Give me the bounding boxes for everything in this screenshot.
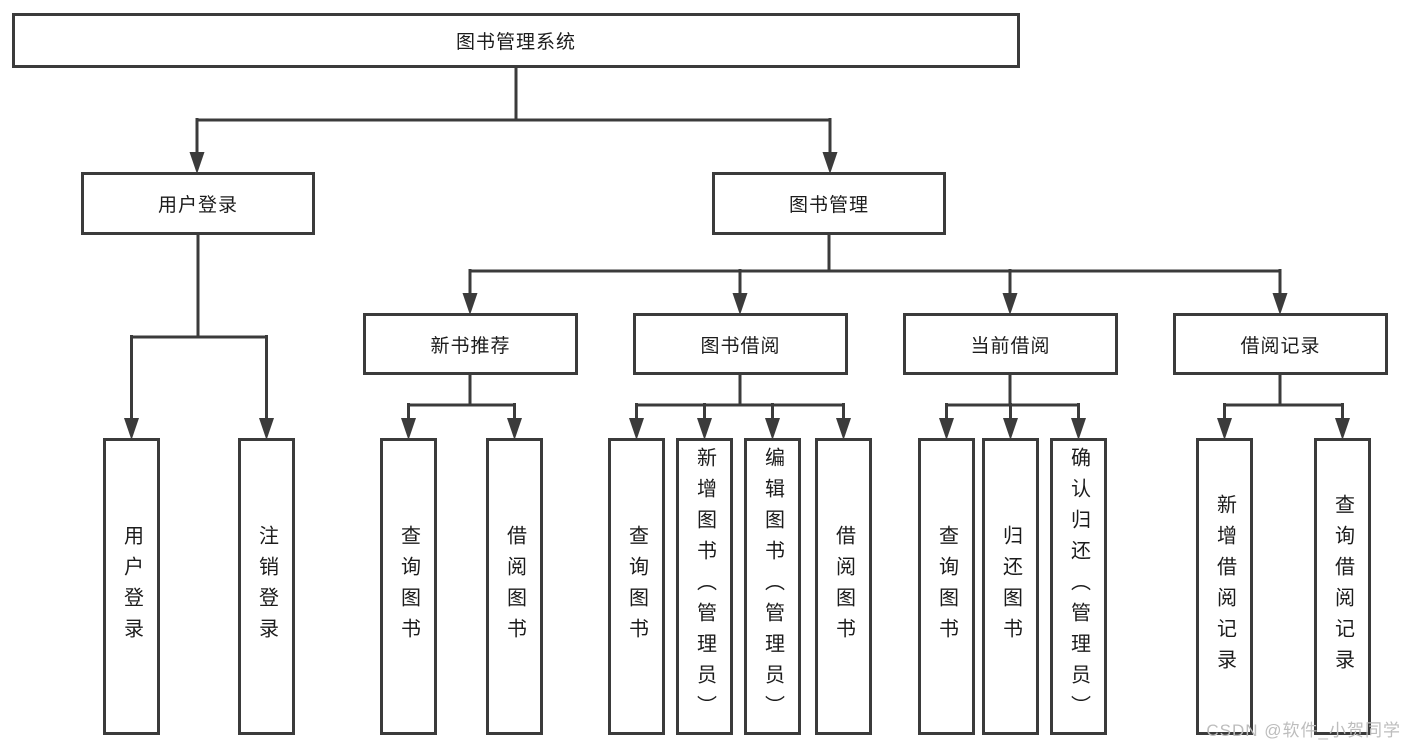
node-current-borrow-label: 当前借阅 [970, 335, 1051, 357]
leaf-label: 借阅图书 [832, 524, 855, 649]
leaf-logout: 注销登录 [238, 438, 295, 735]
leaf-return-books: 归还图书 [982, 438, 1039, 735]
leaf-label: 用户登录 [120, 524, 143, 649]
leaf-query-books-current: 查询图书 [918, 438, 975, 735]
node-current-borrow: 当前借阅 [903, 313, 1118, 375]
node-root: 图书管理系统 [12, 13, 1020, 68]
node-user-login: 用户登录 [81, 172, 315, 235]
node-new-book-recommend: 新书推荐 [363, 313, 578, 375]
node-book-management-label: 图书管理 [788, 195, 869, 216]
node-borrow-record-label: 借阅记录 [1240, 335, 1321, 357]
leaf-add-borrow-record: 新增借阅记录 [1196, 438, 1253, 735]
leaf-label: 借阅图书 [503, 524, 526, 649]
leaf-label: 查询借阅记录 [1331, 493, 1354, 680]
leaf-confirm-return-admin: 确认归还（管理员） [1050, 438, 1107, 735]
csdn-watermark: CSDN @软件_小贺同学 [1206, 721, 1401, 740]
leaf-label: 确认归还（管理员） [1067, 447, 1090, 726]
leaf-add-books-admin: 新增图书（管理员） [676, 438, 733, 735]
leaf-label: 编辑图书（管理员） [761, 447, 784, 726]
node-user-login-label: 用户登录 [157, 195, 238, 216]
leaf-label: 查询图书 [397, 524, 420, 649]
leaf-label: 归还图书 [999, 524, 1022, 649]
node-borrow-record: 借阅记录 [1173, 313, 1388, 375]
node-book-management: 图书管理 [712, 172, 946, 235]
node-book-borrow: 图书借阅 [633, 313, 848, 375]
leaf-edit-books-admin: 编辑图书（管理员） [744, 438, 801, 735]
leaf-query-books-recommend: 查询图书 [380, 438, 437, 735]
node-new-book-recommend-label: 新书推荐 [430, 335, 511, 357]
leaf-user-login: 用户登录 [103, 438, 160, 735]
leaf-label: 查询图书 [625, 524, 648, 649]
node-root-label: 图书管理系统 [455, 32, 576, 53]
leaf-label: 新增图书（管理员） [693, 447, 716, 726]
leaf-label: 新增借阅记录 [1213, 493, 1236, 680]
leaf-label: 查询图书 [935, 524, 958, 649]
node-book-borrow-label: 图书借阅 [700, 335, 781, 357]
leaf-label: 注销登录 [255, 524, 278, 649]
leaf-query-books-borrow: 查询图书 [608, 438, 665, 735]
leaf-borrow-books-recommend: 借阅图书 [486, 438, 543, 735]
leaf-borrow-books: 借阅图书 [815, 438, 872, 735]
leaf-query-borrow-record: 查询借阅记录 [1314, 438, 1371, 735]
